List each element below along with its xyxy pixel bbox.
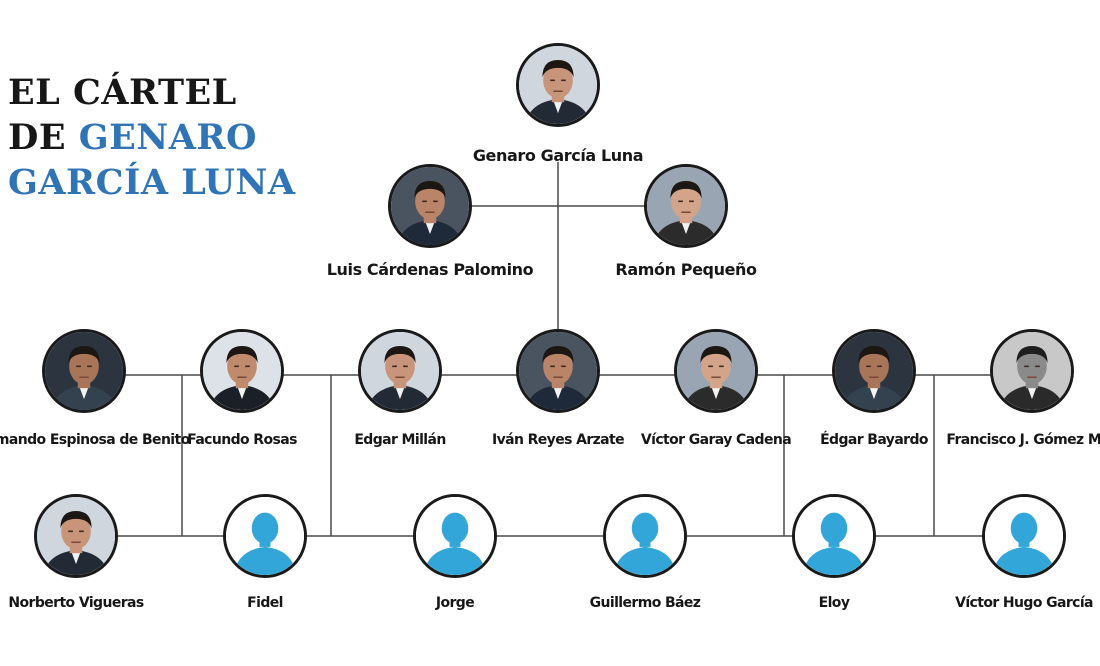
person-name-luis: Luis Cárdenas Palomino bbox=[326, 260, 534, 279]
person-name-victorh: Víctor Hugo García bbox=[955, 595, 1093, 611]
person-name-victorg: Víctor Garay Cadena bbox=[640, 432, 792, 448]
person-node-genaro bbox=[516, 43, 600, 127]
person-node-victorg bbox=[674, 329, 758, 413]
person-name-eloy: Eloy bbox=[818, 595, 850, 611]
person-name-facundo: Facundo Rosas bbox=[187, 432, 297, 448]
person-node-eloy bbox=[792, 494, 876, 578]
person-node-edgarm bbox=[358, 329, 442, 413]
person-node-francisco bbox=[990, 329, 1074, 413]
person-node-edgarb bbox=[832, 329, 916, 413]
title-line-3: GARCÍA LUNA bbox=[8, 162, 296, 203]
person-name-ivan: Iván Reyes Arzate bbox=[491, 432, 625, 448]
portrait-photo bbox=[203, 332, 281, 410]
person-name-francisco: Francisco J. Gómez Mez bbox=[946, 432, 1100, 448]
person-name-jorge: Jorge bbox=[435, 595, 475, 611]
person-node-guillermo bbox=[603, 494, 687, 578]
person-silhouette-icon bbox=[795, 497, 873, 575]
portrait-photo bbox=[835, 332, 913, 410]
person-node-jorge bbox=[413, 494, 497, 578]
person-name-edgarb: Édgar Bayardo bbox=[820, 432, 928, 448]
person-name-ramon: Ramón Pequeño bbox=[615, 260, 757, 279]
title-line-1: EL CÁRTEL bbox=[8, 72, 237, 113]
person-name-armando: Armando Espinosa de Benito bbox=[0, 432, 190, 448]
person-silhouette-icon bbox=[606, 497, 684, 575]
title-line-2-accent: GENARO bbox=[78, 117, 258, 158]
person-name-guillermo: Guillermo Báez bbox=[589, 595, 701, 611]
person-node-victorh bbox=[982, 494, 1066, 578]
person-node-norberto bbox=[34, 494, 118, 578]
person-silhouette-icon bbox=[226, 497, 304, 575]
portrait-photo bbox=[647, 167, 725, 245]
portrait-photo bbox=[45, 332, 123, 410]
page-title: EL CÁRTEL DE GENARO GARCÍA LUNA bbox=[8, 70, 296, 205]
person-node-ivan bbox=[516, 329, 600, 413]
portrait-photo bbox=[677, 332, 755, 410]
person-name-genaro: Genaro García Luna bbox=[472, 146, 644, 165]
person-name-edgarm: Edgar Millán bbox=[354, 432, 446, 448]
person-node-luis bbox=[388, 164, 472, 248]
person-node-ramon bbox=[644, 164, 728, 248]
portrait-photo bbox=[993, 332, 1071, 410]
portrait-photo bbox=[519, 46, 597, 124]
portrait-photo bbox=[361, 332, 439, 410]
person-silhouette-icon bbox=[985, 497, 1063, 575]
person-name-norberto: Norberto Vigueras bbox=[8, 595, 144, 611]
portrait-photo bbox=[391, 167, 469, 245]
person-node-armando bbox=[42, 329, 126, 413]
person-name-fidel: Fidel bbox=[247, 595, 283, 611]
person-silhouette-icon bbox=[416, 497, 494, 575]
portrait-photo bbox=[519, 332, 597, 410]
title-line-2: DE GENARO bbox=[8, 115, 296, 160]
title-line-2-prefix: DE bbox=[8, 117, 79, 158]
person-node-fidel bbox=[223, 494, 307, 578]
portrait-photo bbox=[37, 497, 115, 575]
person-node-facundo bbox=[200, 329, 284, 413]
